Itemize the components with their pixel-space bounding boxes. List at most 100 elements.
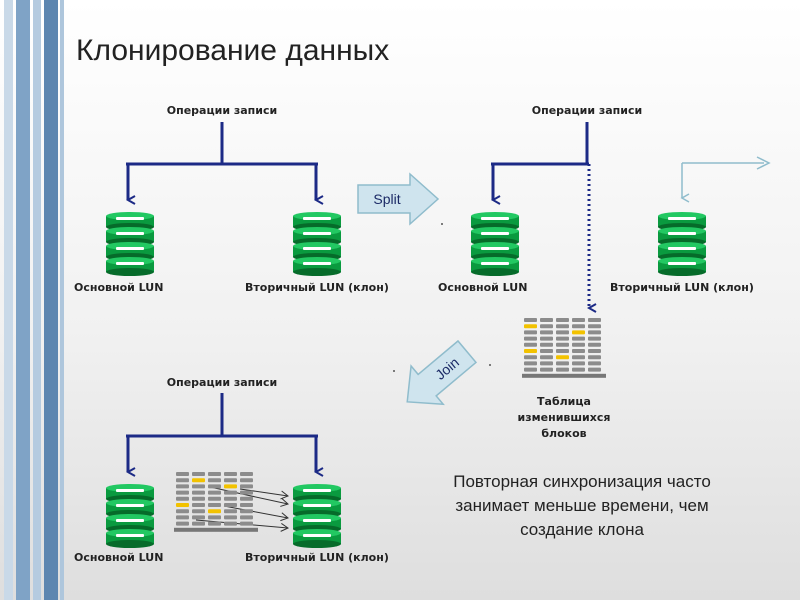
block xyxy=(176,472,189,476)
block xyxy=(176,509,189,514)
block xyxy=(240,509,253,514)
block xyxy=(588,349,601,353)
block xyxy=(224,509,237,514)
decorative-stripes xyxy=(0,0,66,600)
block xyxy=(192,515,205,520)
block xyxy=(192,496,205,501)
block xyxy=(524,330,537,335)
block xyxy=(240,496,253,501)
write-flow-top-left xyxy=(126,122,318,200)
block xyxy=(176,490,189,495)
block xyxy=(524,342,537,347)
write-ops-label-bottom: Операции записи xyxy=(166,376,278,389)
resync-note: Повторная синхронизация часто занимает м… xyxy=(453,472,711,539)
changed-block xyxy=(572,330,585,335)
secondary-lun-label-top-right: Вторичный LUN (клон) xyxy=(610,281,754,294)
stripe xyxy=(44,0,58,600)
write-ops-label-top-left: Операции записи xyxy=(166,104,278,117)
block xyxy=(192,521,205,526)
block xyxy=(588,355,601,360)
changed-block xyxy=(208,509,221,514)
block xyxy=(224,521,237,526)
secondary-lun-database-icon xyxy=(293,212,341,276)
block xyxy=(240,515,253,520)
block xyxy=(240,484,253,489)
secondary-lun-label-top-left: Вторичный LUN (клон) xyxy=(245,281,389,294)
primary-lun-label-top-right: Основной LUN xyxy=(438,281,528,294)
changed-block xyxy=(556,355,569,360)
table-base xyxy=(174,527,258,532)
block xyxy=(572,349,585,353)
dot xyxy=(489,364,491,366)
block xyxy=(524,367,537,372)
block xyxy=(176,478,189,483)
block xyxy=(192,503,205,507)
primary-lun-label-bottom: Основной LUN xyxy=(74,551,164,564)
block xyxy=(208,478,221,483)
caption-line: изменившихся xyxy=(517,411,611,424)
block xyxy=(556,342,569,347)
block xyxy=(540,336,553,341)
block xyxy=(588,336,601,341)
block xyxy=(208,490,221,495)
block xyxy=(224,472,237,476)
block xyxy=(176,521,189,526)
block xyxy=(556,318,569,322)
secondary-lun-label-bottom: Вторичный LUN (клон) xyxy=(245,551,389,564)
block xyxy=(588,330,601,335)
block xyxy=(588,324,601,329)
block xyxy=(224,478,237,483)
block xyxy=(224,490,237,495)
block xyxy=(176,484,189,489)
block xyxy=(240,478,253,483)
block xyxy=(540,330,553,335)
block xyxy=(556,367,569,372)
table-base xyxy=(522,373,606,378)
primary-lun-database-icon xyxy=(106,484,154,548)
block xyxy=(588,318,601,322)
block xyxy=(524,355,537,360)
block xyxy=(540,367,553,372)
primary-lun-label-top-left: Основной LUN xyxy=(74,281,164,294)
split-label: Split xyxy=(373,191,400,207)
secondary-lun-database-icon xyxy=(658,212,706,276)
block xyxy=(540,361,553,366)
block xyxy=(540,324,553,329)
block xyxy=(540,318,553,322)
block xyxy=(208,515,221,520)
block xyxy=(208,496,221,501)
block xyxy=(556,361,569,366)
dot xyxy=(393,370,395,372)
stripe xyxy=(60,0,64,600)
block xyxy=(572,367,585,372)
block xyxy=(540,342,553,347)
changed-block xyxy=(176,503,189,507)
block xyxy=(224,496,237,501)
changed-block xyxy=(224,484,237,489)
block xyxy=(240,503,253,507)
block xyxy=(588,367,601,372)
block xyxy=(572,355,585,360)
caption-line: Таблица xyxy=(537,395,591,408)
block xyxy=(524,318,537,322)
block xyxy=(588,342,601,347)
block xyxy=(540,355,553,360)
block xyxy=(208,484,221,489)
block xyxy=(192,484,205,489)
block xyxy=(540,349,553,353)
block xyxy=(224,503,237,507)
block xyxy=(208,521,221,526)
write-ops-label-top-right: Операции записи xyxy=(531,104,643,117)
block xyxy=(556,324,569,329)
changed-block xyxy=(192,478,205,483)
block xyxy=(176,515,189,520)
write-flow-bottom xyxy=(126,393,318,472)
secondary-lun-database-icon xyxy=(293,484,341,548)
stripe xyxy=(16,0,30,600)
changed-block xyxy=(524,349,537,353)
block xyxy=(240,521,253,526)
changed-block xyxy=(524,324,537,329)
block xyxy=(208,472,221,476)
stripe xyxy=(33,0,41,600)
